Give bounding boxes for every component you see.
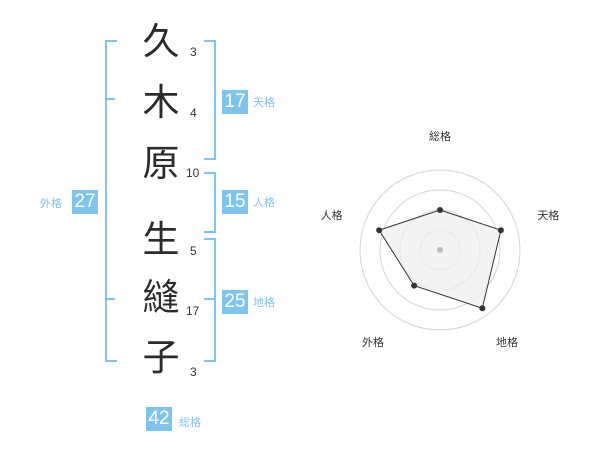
- radar-axis-label-5: 人格: [321, 208, 343, 222]
- radar-point-3: [479, 305, 486, 312]
- tenkaku-bracket: [204, 40, 216, 160]
- radar-point-1: [437, 207, 443, 213]
- chikaku-bracket-tick: [204, 298, 214, 300]
- soukaku-value-badge: 42: [146, 407, 172, 431]
- radar-point-2: [497, 227, 504, 234]
- gaikaku-label: 外格: [40, 197, 62, 210]
- radar-axis-label-2: 天格: [537, 208, 559, 222]
- stroke-count-5: 17: [186, 304, 200, 318]
- radar-point-5: [376, 227, 383, 234]
- stroke-count-6: 3: [190, 365, 197, 379]
- name-char-1: 久: [142, 20, 180, 63]
- jinkaku-value-badge: 15: [222, 190, 248, 214]
- radar-axis-label-1: 総格: [429, 129, 451, 143]
- tenkaku-label: 天格: [253, 96, 275, 109]
- radar-polygon: [378, 209, 502, 309]
- gaikaku-value-badge: 27: [72, 190, 98, 214]
- jinkaku-label: 人格: [253, 196, 275, 209]
- chikaku-value-badge: 25: [222, 290, 248, 314]
- radar-axis-label-4: 外格: [362, 335, 384, 349]
- stroke-count-3: 10: [186, 166, 200, 180]
- gaikaku-bracket-tick: [105, 298, 115, 300]
- soukaku-label: 総格: [179, 416, 201, 429]
- radar-shape: [378, 209, 502, 309]
- name-char-5: 縫: [142, 276, 180, 319]
- gaikaku-bracket: [105, 40, 117, 362]
- radar-ring: [359, 169, 521, 331]
- radar-points: [376, 207, 504, 312]
- name-char-2: 木: [142, 81, 180, 124]
- tenkaku-value-badge: 17: [222, 90, 248, 114]
- radar-point-4: [411, 282, 418, 289]
- stroke-count-4: 5: [190, 244, 197, 258]
- chikaku-bracket: [204, 238, 216, 362]
- stroke-count-2: 4: [190, 106, 197, 120]
- radar-ring: [379, 189, 501, 311]
- name-char-4: 生: [142, 218, 180, 261]
- gaikaku-bracket-tick: [105, 98, 115, 100]
- stroke-count-1: 3: [190, 45, 197, 59]
- radar-center-dot: [437, 247, 443, 253]
- name-char-3: 原: [142, 142, 180, 185]
- radar-axis-label-3: 地格: [496, 335, 518, 349]
- jinkaku-bracket: [204, 172, 216, 233]
- chikaku-label: 地格: [253, 296, 275, 309]
- name-char-6: 子: [142, 336, 180, 379]
